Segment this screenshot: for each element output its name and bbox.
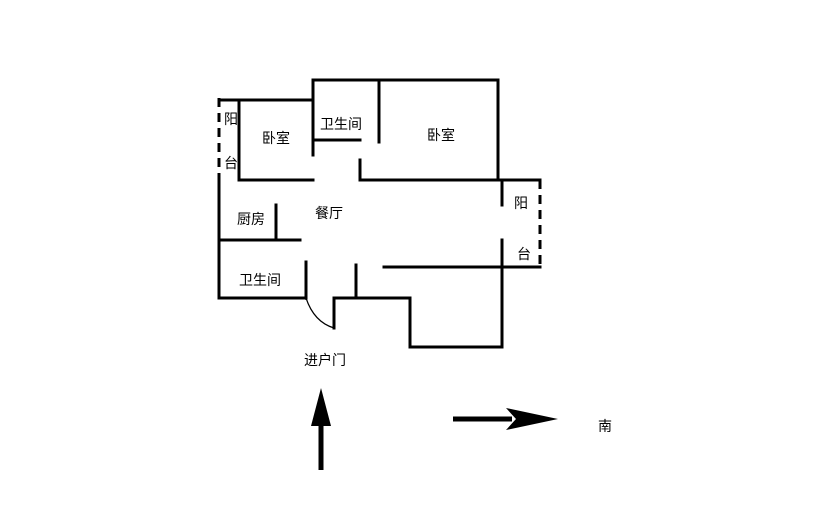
up-arrow-icon [311,388,331,470]
room-label-balcony-left-2: 台 [224,156,238,172]
room-label-balcony-right-2: 台 [517,247,531,263]
room-label-balcony-right-1: 阳 [514,196,528,212]
room-label-kitchen: 厨房 [237,212,265,228]
room-label-bedroom-right: 卧室 [427,127,455,144]
room-label-bathroom-bottom: 卫生间 [239,273,281,289]
room-label-dining: 餐厅 [315,206,343,222]
walls [217,78,542,349]
room-label-bedroom-left: 卧室 [262,130,290,147]
entrance-label: 进户门 [304,352,346,369]
room-label-bathroom-top: 卫生间 [320,117,362,133]
compass-label: 南 [598,419,612,435]
room-label-balcony-left-1: 阳 [224,112,238,128]
entrance-door-swing [305,297,335,329]
right-arrow-icon [453,408,558,430]
